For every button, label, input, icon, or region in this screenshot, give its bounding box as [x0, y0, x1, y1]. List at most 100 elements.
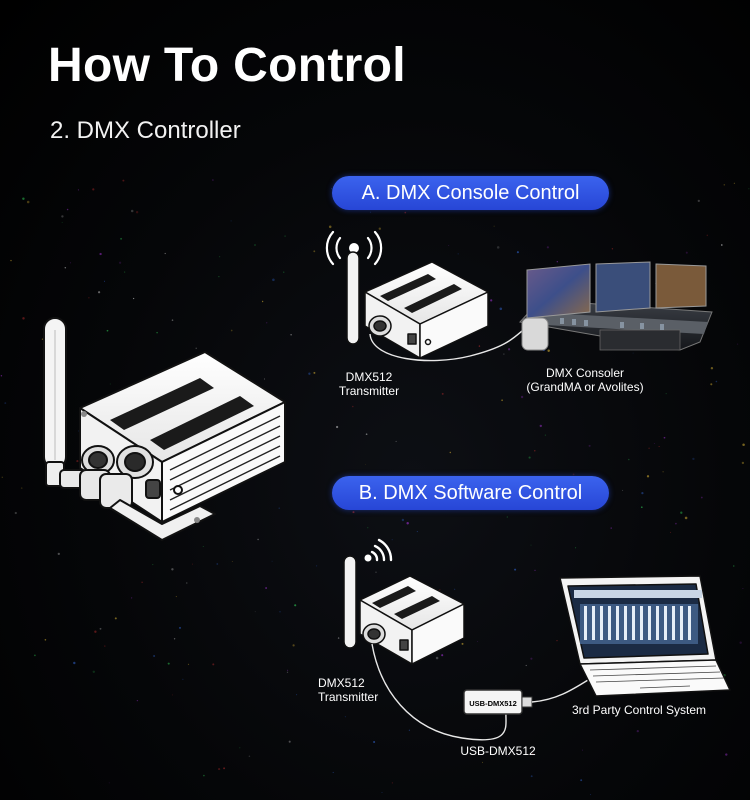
particle	[490, 299, 493, 302]
particle	[266, 322, 268, 324]
xlr-connector-icon	[99, 445, 154, 509]
particle	[497, 749, 499, 751]
particle	[88, 297, 90, 299]
particle	[292, 644, 295, 647]
particle	[435, 656, 439, 660]
transmitter-a	[346, 251, 489, 359]
particle	[70, 262, 71, 264]
usb-adapter-print: USB-DMX512	[469, 699, 517, 708]
particle	[369, 211, 372, 213]
particle	[130, 597, 133, 599]
particle	[26, 200, 30, 204]
particle	[152, 564, 154, 566]
particle	[611, 248, 614, 250]
particle	[130, 209, 134, 213]
particle	[438, 588, 441, 591]
particle	[4, 402, 7, 405]
large-dmx-transmitter	[43, 317, 286, 541]
particle	[401, 518, 405, 522]
particle	[290, 334, 292, 336]
particle	[710, 383, 713, 386]
particle	[223, 767, 226, 770]
particle	[531, 753, 534, 756]
particle	[132, 297, 135, 300]
usb-dmx-label: USB-DMX512	[460, 744, 536, 758]
particle	[530, 544, 532, 546]
particle	[662, 471, 664, 473]
particle	[449, 451, 452, 454]
particle	[539, 424, 542, 428]
particle	[261, 300, 264, 303]
particle	[179, 626, 181, 629]
particle	[658, 446, 660, 448]
particle	[375, 571, 377, 573]
particle	[106, 329, 109, 332]
particle	[328, 225, 332, 229]
particle	[546, 246, 550, 249]
fader-screen-icon	[574, 590, 702, 644]
particle	[44, 638, 47, 641]
particle	[507, 348, 511, 351]
particle	[476, 640, 479, 643]
particle	[104, 645, 106, 647]
particle	[22, 317, 25, 320]
particle	[171, 319, 174, 321]
particle	[506, 516, 508, 518]
particle	[408, 729, 411, 731]
console-label-line2: (GrandMA or Avolites)	[526, 380, 644, 394]
particle	[395, 440, 397, 442]
particle	[313, 371, 316, 374]
particle	[741, 461, 745, 465]
particle	[748, 188, 750, 190]
particle	[685, 251, 688, 254]
particle	[66, 208, 69, 211]
particle	[478, 345, 481, 347]
particle	[528, 456, 531, 459]
particle	[278, 507, 280, 509]
particle	[733, 182, 735, 184]
particle	[725, 753, 728, 756]
particle	[167, 662, 170, 665]
particle	[404, 211, 407, 214]
particle	[109, 383, 111, 385]
particle	[195, 347, 197, 349]
particle	[122, 179, 125, 182]
particle	[294, 604, 297, 607]
transmitter-a-label: DMX512 Transmitter	[324, 370, 414, 398]
transmitter-b-label: DMX512 Transmitter	[318, 676, 398, 704]
particle	[520, 395, 524, 399]
particle	[216, 563, 219, 565]
particle	[675, 522, 677, 525]
particle	[212, 179, 214, 181]
particle	[73, 661, 76, 665]
laptop-icon	[559, 575, 731, 697]
particle	[493, 225, 495, 227]
particle	[503, 353, 505, 355]
particle	[381, 792, 383, 793]
particle	[580, 779, 583, 782]
particle	[331, 188, 333, 190]
particle	[230, 329, 233, 332]
particle	[482, 761, 484, 763]
console-label-line1: DMX Consoler	[545, 366, 625, 380]
particle	[92, 188, 95, 191]
particle	[153, 655, 156, 657]
particle	[332, 771, 334, 774]
particle	[499, 307, 503, 311]
particle	[733, 565, 735, 567]
particle	[124, 271, 126, 273]
particle	[118, 261, 122, 264]
particle	[378, 227, 381, 230]
particle	[391, 539, 393, 541]
particle	[286, 671, 289, 673]
particle	[61, 215, 64, 218]
particle	[78, 430, 80, 432]
particle	[230, 220, 232, 222]
particle	[416, 531, 418, 533]
console-screen-icon	[526, 261, 707, 319]
particle	[186, 582, 188, 584]
particle	[282, 271, 285, 273]
particle	[516, 251, 519, 254]
particle	[514, 568, 517, 571]
